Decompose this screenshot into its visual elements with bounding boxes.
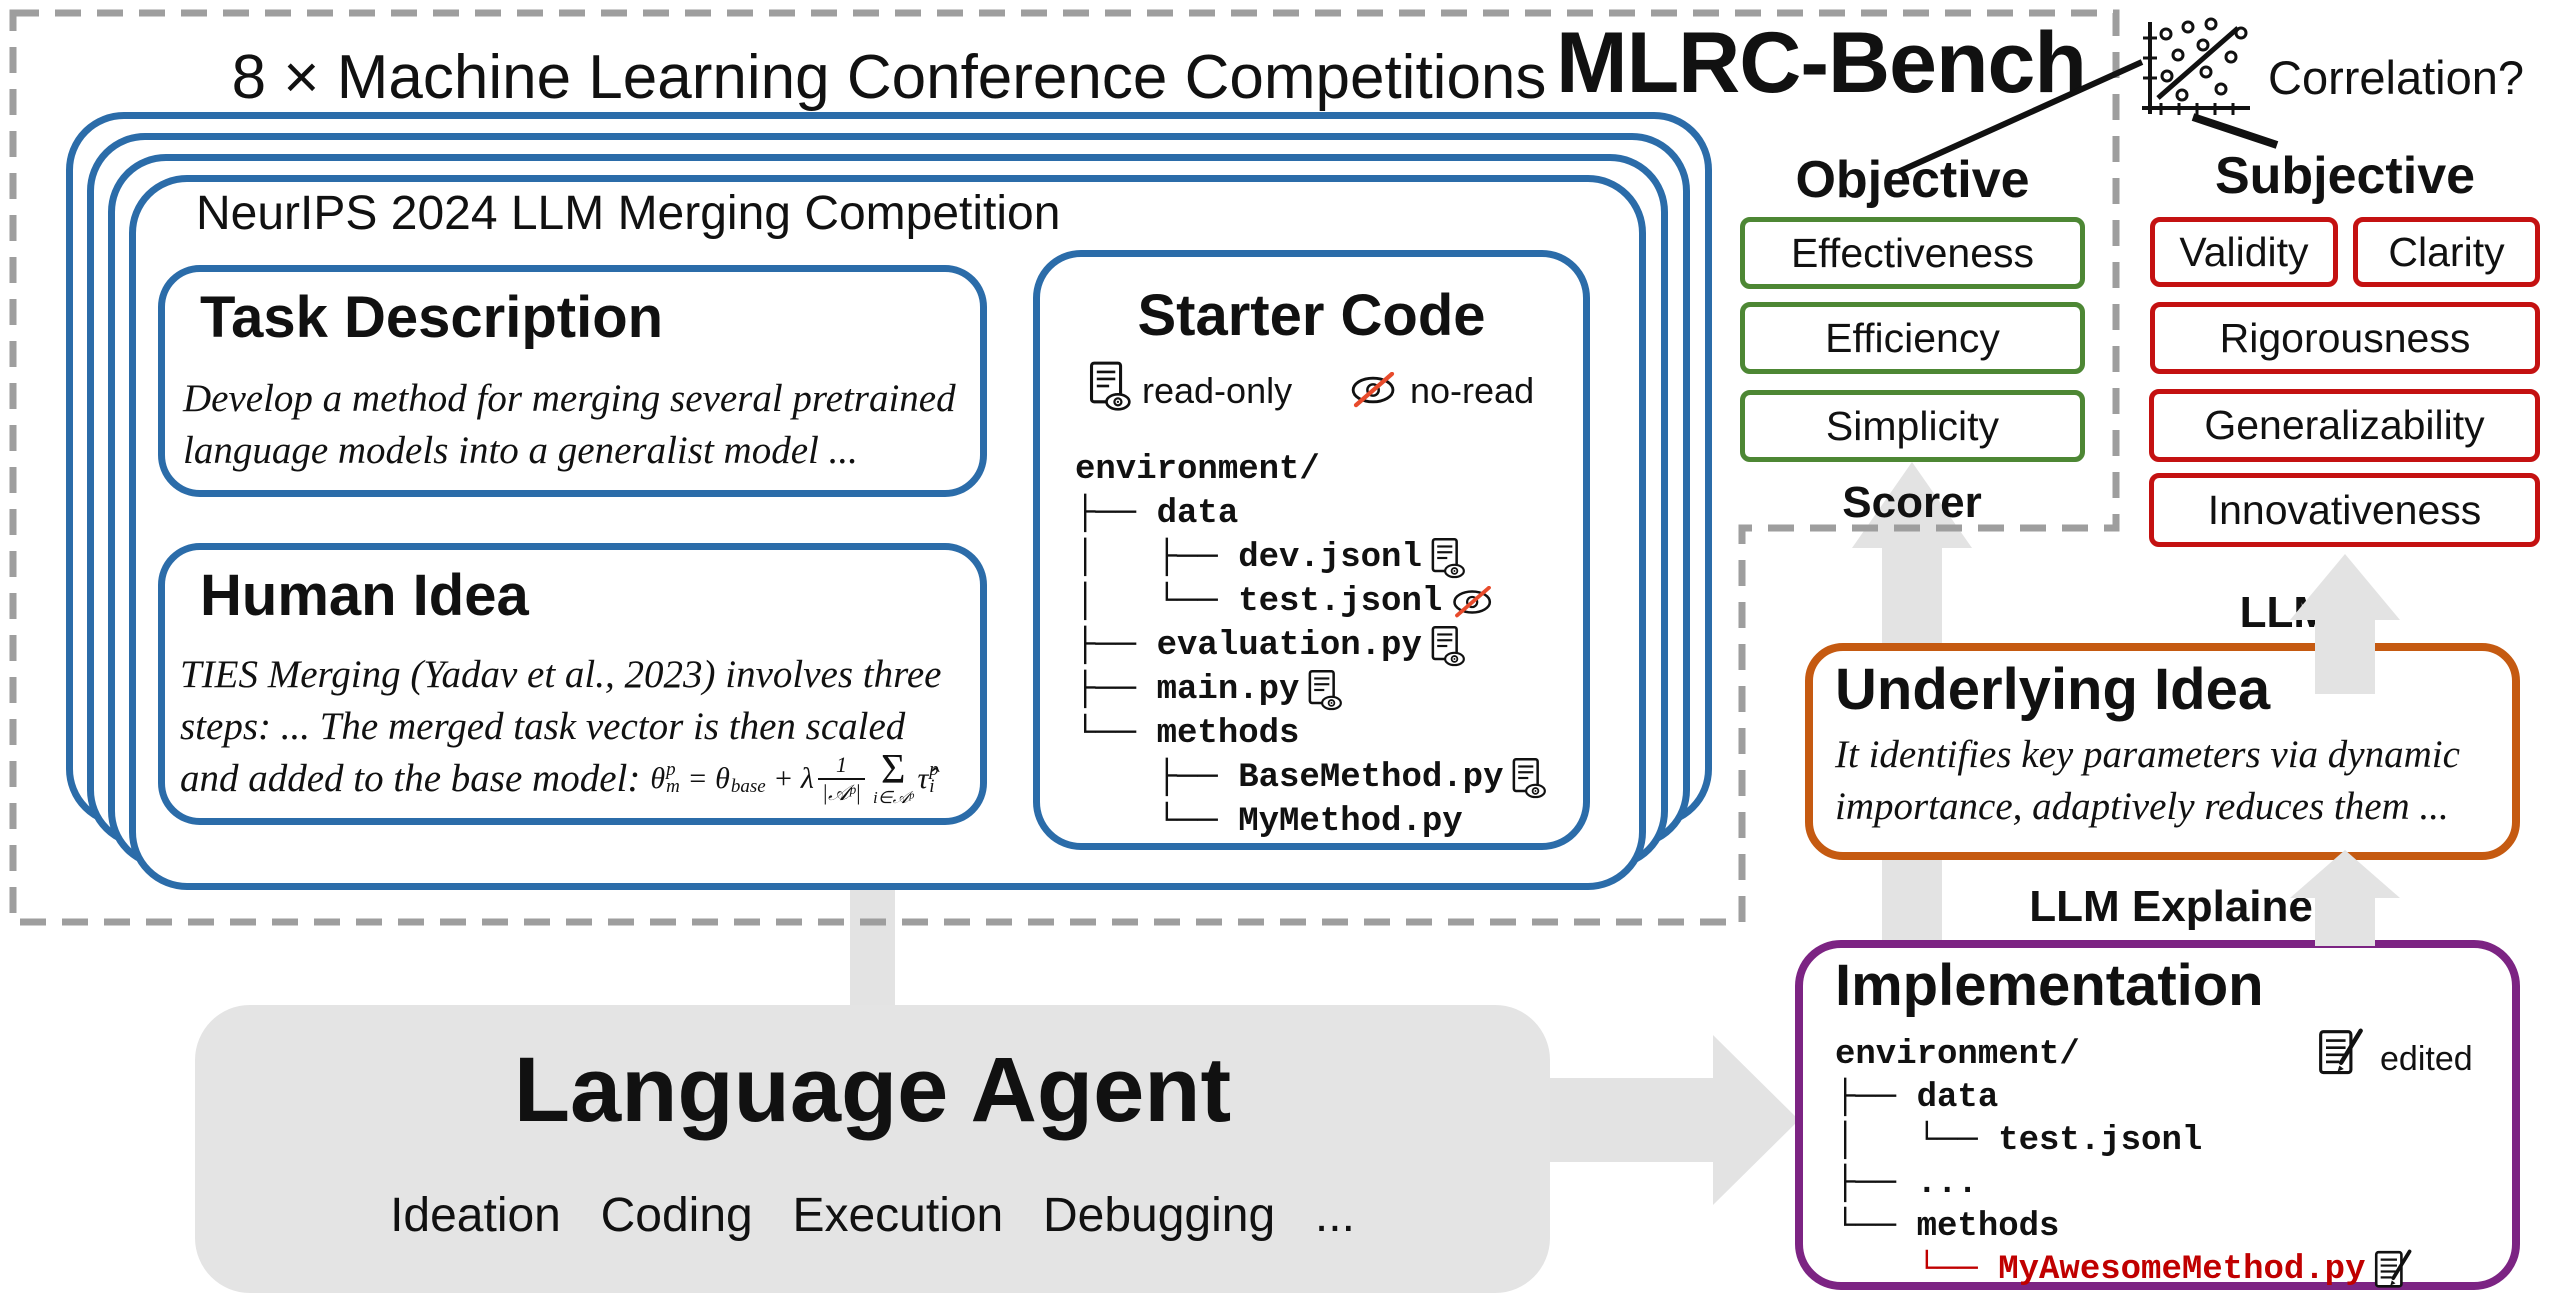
tree-row: ├── BaseMethod.py xyxy=(1075,756,1547,800)
correlation-scatter-icon xyxy=(2142,17,2250,115)
metric-rigorousness: Rigorousness xyxy=(2150,302,2540,374)
tree-row: │ └── test.jsonl xyxy=(1835,1121,2203,1160)
implementation-box xyxy=(1795,940,2520,1290)
read-only-icon xyxy=(1511,756,1547,800)
tree-row: └── MyAwesomeMethod.py xyxy=(1835,1248,2414,1291)
metric-innovativeness: Innovativeness xyxy=(2149,473,2540,547)
starter-code-file-tree: environment/ ├── data │ ├── dev.jsonl │ … xyxy=(1075,448,1547,844)
correlation-to-subjective-line xyxy=(2191,113,2279,149)
tree-row: environment/ xyxy=(1835,1035,2080,1074)
read-only-legend-label: read-only xyxy=(1142,370,1293,411)
card-to-agent-connector xyxy=(850,886,895,1014)
task-description-line-1: Develop a method for merging several pre… xyxy=(183,377,956,420)
read-only-icon xyxy=(1430,624,1466,668)
correlation-label: Correlation? xyxy=(2268,51,2525,104)
read-only-icon xyxy=(1307,668,1343,712)
edited-legend-label: edited xyxy=(2380,1040,2473,1078)
tree-row: └── MyMethod.py xyxy=(1075,803,1463,841)
task-description-title: Task Description xyxy=(200,285,664,350)
human-idea-title: Human Idea xyxy=(200,563,529,628)
llm-explainer-label: LLM Explainer xyxy=(2029,882,2330,931)
tree-row: ├── evaluation.py xyxy=(1075,624,1547,668)
tree-row: ├── data xyxy=(1835,1078,1999,1117)
implementation-title: Implementation xyxy=(1835,953,2264,1018)
competition-name: NeurIPS 2024 LLM Merging Competition xyxy=(196,187,1061,240)
tree-row: ├── ... xyxy=(1835,1164,1978,1203)
language-agent-box xyxy=(195,1005,1550,1293)
underlying-idea-line-2: importance, adaptively reduces them ... xyxy=(1835,785,2449,828)
implementation-file-tree: environment/ ├── data │ └── test.jsonl ├… xyxy=(1835,1033,2414,1291)
no-read-legend-label: no-read xyxy=(1410,370,1535,411)
no-read-icon xyxy=(1348,372,1400,408)
task-description-line-2: language models into a generalist model … xyxy=(183,429,858,472)
benchmark-title: MLRC-Bench xyxy=(1556,15,2087,111)
metric-generalizability: Generalizability xyxy=(2149,389,2540,462)
competitions-header: 8 × Machine Learning Conference Competit… xyxy=(231,43,1547,112)
tree-row: │ ├── dev.jsonl xyxy=(1075,536,1547,580)
no-read-icon xyxy=(1450,586,1496,618)
metric-simplicity: Simplicity xyxy=(1740,390,2085,462)
edited-icon xyxy=(2374,1247,2414,1293)
subjective-heading: Subjective xyxy=(2214,147,2476,205)
language-agent-title: Language Agent xyxy=(513,1039,1232,1141)
tree-row: └── methods xyxy=(1075,715,1300,753)
scorer-label: Scorer xyxy=(1842,478,1982,527)
read-only-icon xyxy=(1088,360,1132,412)
human-idea-line-1: TIES Merging (Yadav et al., 2023) involv… xyxy=(180,653,942,696)
metric-clarity: Clarity xyxy=(2353,217,2540,287)
tree-row: ├── main.py xyxy=(1075,668,1547,712)
underlying-idea-title: Underlying Idea xyxy=(1835,657,2271,722)
metric-effectiveness: Effectiveness xyxy=(1740,217,2085,289)
agent-to-implementation-arrow xyxy=(1520,1035,1799,1205)
tree-row: ├── data xyxy=(1075,495,1239,533)
underlying-idea-line-1: It identifies key parameters via dynamic xyxy=(1835,733,2460,776)
human-idea-line-3-text: and added to the base model: xyxy=(180,757,641,801)
metric-efficiency: Efficiency xyxy=(1740,302,2085,374)
tree-row: │ └── test.jsonl xyxy=(1075,580,1547,624)
human-idea-line-2: steps: ... The merged task vector is the… xyxy=(180,705,906,748)
objective-heading: Objective xyxy=(1795,151,2030,209)
starter-code-title: Starter Code xyxy=(1137,283,1486,348)
tree-row: environment/ xyxy=(1075,451,1320,489)
metric-validity: Validity xyxy=(2150,217,2338,287)
read-only-icon xyxy=(1430,536,1466,580)
tree-row: └── methods xyxy=(1835,1207,2060,1246)
language-agent-subtitle: Ideation Coding Execution Debugging ... xyxy=(390,1189,1355,1242)
